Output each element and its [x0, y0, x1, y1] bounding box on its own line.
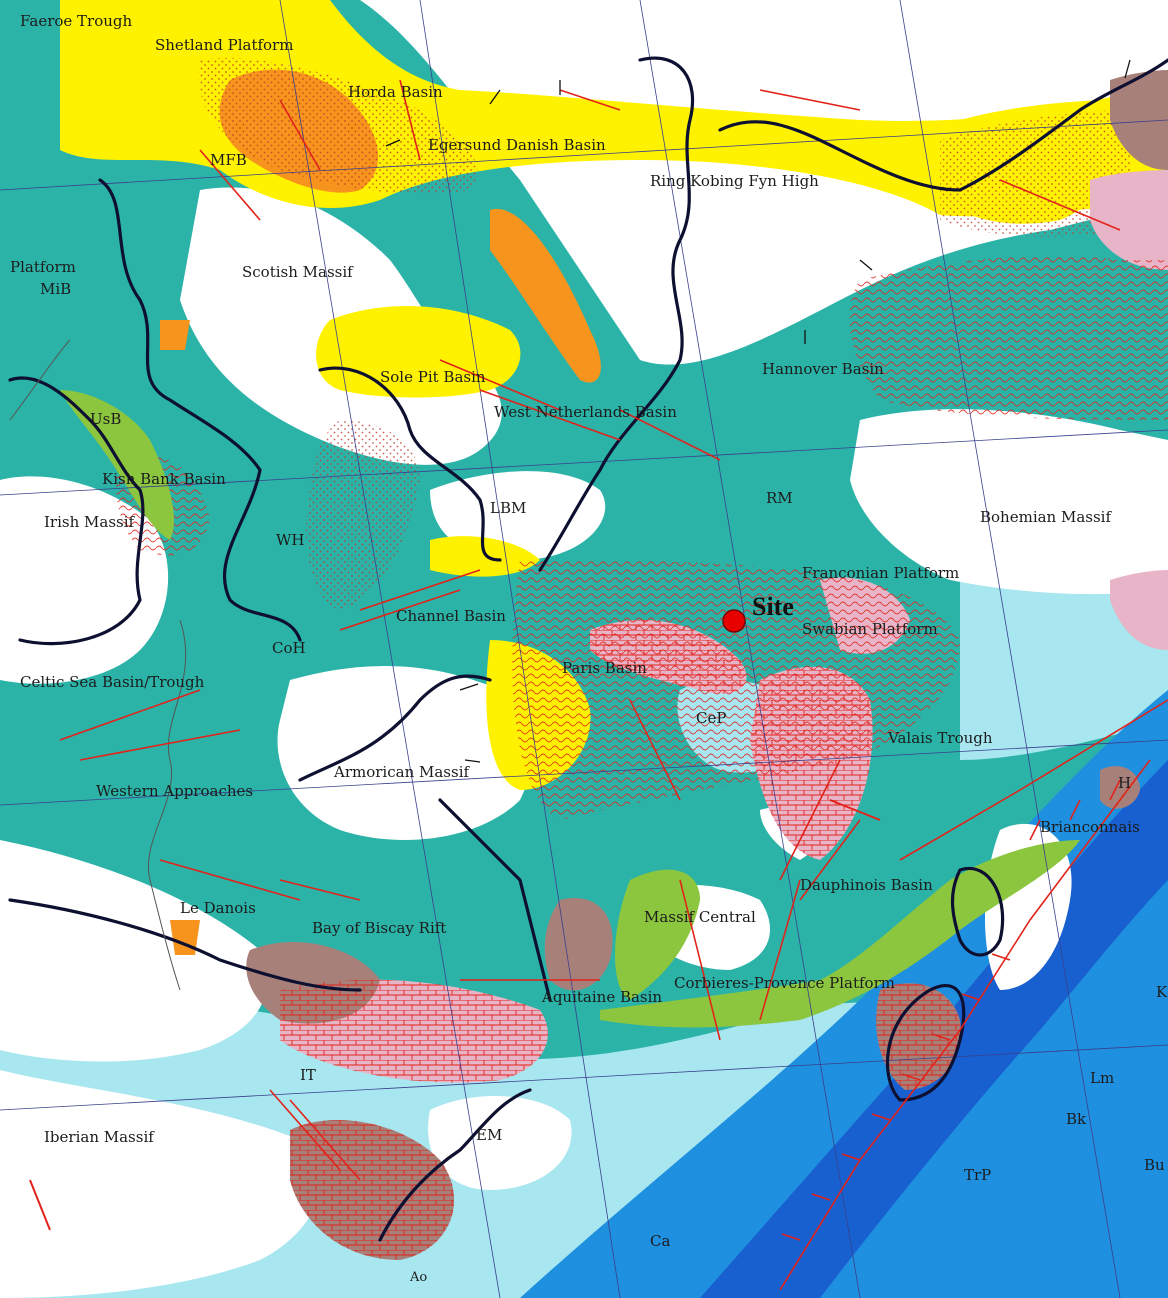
label-le-danois: Le Danois [180, 899, 256, 917]
label-channel-basin: Channel Basin [396, 607, 506, 625]
label-irish-massif: Irish Massif [44, 513, 136, 531]
label-wh: WH [276, 531, 305, 549]
label-platform: Platform [10, 258, 76, 276]
label-corbieres-provence-platform: Corbieres-Provence Platform [674, 974, 895, 992]
label-cep: CeP [696, 709, 726, 727]
coastlines [8, 56, 1168, 1242]
label-lbm: LBM [490, 499, 526, 517]
red-double-arrows [29, 799, 881, 1231]
label-bay-of-biscay-rift: Bay of Biscay Rift [312, 919, 446, 937]
label-mfb: MFB [210, 151, 247, 169]
label-valais-trough: Valais Trough [887, 729, 993, 747]
label-ao: Ao [409, 1270, 427, 1285]
label-usb: UsB [90, 410, 121, 428]
label-bohemian-massif: Bohemian Massif [980, 508, 1112, 526]
site-marker[interactable] [722, 609, 746, 633]
label-scotish-massif: Scotish Massif [242, 263, 354, 281]
label-iberian-massif: Iberian Massif [44, 1128, 155, 1146]
label-shetland-platform: Shetland Platform [155, 36, 293, 54]
label-ca: Ca [650, 1232, 670, 1250]
label-aquitaine-basin: Aquitaine Basin [541, 988, 662, 1006]
label-coh: CoH [272, 639, 306, 657]
stipple-overlay [198, 58, 1130, 610]
label-bk: Bk [1066, 1110, 1087, 1128]
label-h: H [1118, 774, 1131, 792]
label-sole-pit-basin: Sole Pit Basin [380, 368, 486, 386]
green-platform-areas [60, 390, 1080, 1028]
label-horda-basin: Horda Basin [348, 83, 443, 101]
label-mib: MiB [40, 280, 71, 298]
label-egersund-danish-basin: Egersund Danish Basin [428, 136, 606, 154]
label-bu: Bu [1144, 1156, 1165, 1174]
label-hannover-basin: Hannover Basin [762, 360, 884, 378]
direction-arrows [385, 59, 1131, 763]
label-west-netherlands-basin: West Netherlands Basin [494, 403, 677, 421]
ridge-markers [779, 699, 1168, 1291]
label-lm: Lm [1090, 1069, 1114, 1087]
label-celtic-sea-basin-trough: Celtic Sea Basin/Trough [20, 673, 205, 691]
label-ring-kobing-fyn-high: Ring Kobing Fyn High [650, 172, 819, 190]
label-dauphinois-basin: Dauphinois Basin [800, 876, 933, 894]
label-kish-bank-basin: Kish Bank Basin [102, 470, 226, 488]
site-label: Site [752, 592, 794, 621]
deep-basin-tethys [520, 690, 1168, 1298]
label-trp: TrP [964, 1166, 991, 1184]
label-massif-central: Massif Central [644, 908, 756, 926]
label-brianconnais: Brianconnais [1040, 818, 1140, 836]
label-k: K [1156, 983, 1168, 1001]
borders [9, 339, 187, 991]
faults [59, 79, 1121, 1181]
label-it: IT [300, 1066, 316, 1084]
label-em: EM [476, 1126, 502, 1144]
label-western-approaches: Western Approaches [96, 782, 253, 800]
label-rm: RM [766, 489, 793, 507]
label-paris-basin: Paris Basin [562, 659, 647, 677]
label-swabian-platform: Swabian Platform [802, 620, 938, 638]
region-labels: Faeroe Trough Shetland Platform Horda Ba… [10, 12, 1168, 1285]
label-franconian-platform: Franconian Platform [802, 564, 959, 582]
label-faeroe-trough: Faeroe Trough [20, 12, 133, 30]
label-armorican-massif: Armorican Massif [333, 763, 470, 781]
